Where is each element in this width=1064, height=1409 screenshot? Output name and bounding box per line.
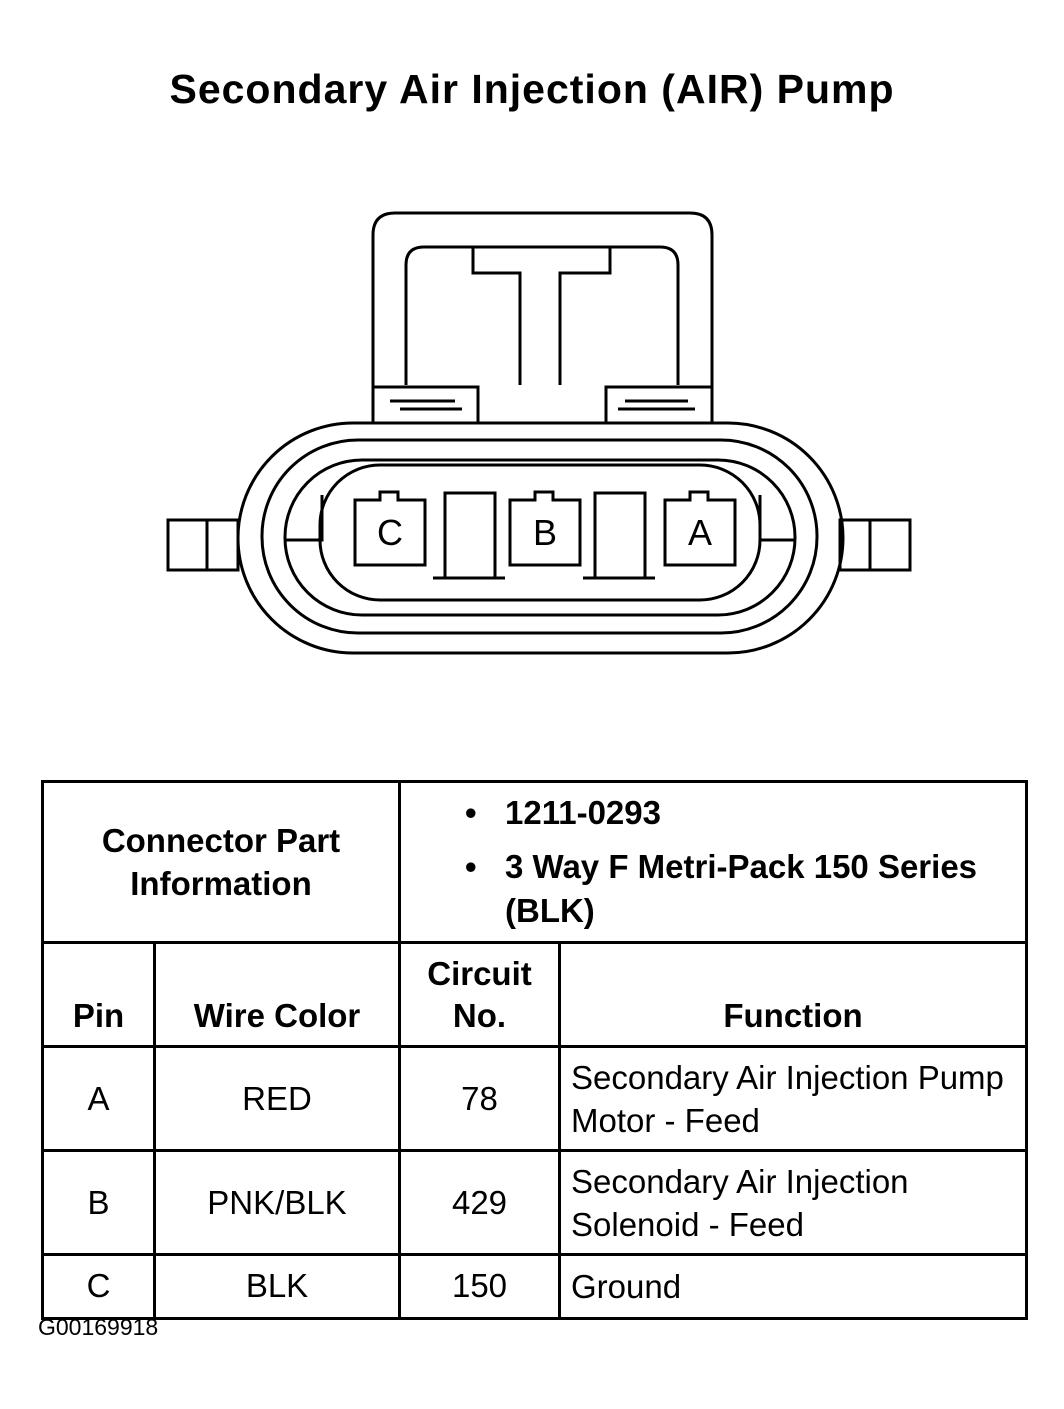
terminal-a-label: A [688, 512, 712, 553]
wire-color-cell: BLK [153, 1252, 401, 1321]
cavity-key-right [758, 495, 795, 542]
terminal-a: A [663, 490, 737, 567]
terminal-c-label: C [377, 512, 403, 553]
connector-drawing: C B A [166, 211, 912, 655]
function-cell: Secondary Air Injection Pump Motor - Fee… [558, 1045, 1028, 1153]
column-header-row: Pin Wire Color Circuit No. Function [41, 940, 1028, 1049]
connector-info-label: Connector Part Information [41, 780, 401, 944]
circuit-no-cell: 150 [398, 1252, 561, 1321]
connector-shell-mid [260, 438, 819, 635]
pinout-table: Connector Part Information • 1211-0293 •… [41, 780, 1028, 1321]
header-pin: Pin [41, 940, 156, 1049]
bullet-icon: • [465, 793, 477, 831]
terminal-b-label: B [533, 512, 557, 553]
connector-info-item: • 3 Way F Metri-Pack 150 Series (BLK) [465, 845, 1025, 933]
function-cell: Ground [558, 1252, 1028, 1321]
terminal-b: B [508, 490, 582, 567]
pin-cell: A [41, 1045, 156, 1153]
connector-type: 3 Way F Metri-Pack 150 Series (BLK) [505, 847, 978, 929]
pin-cell: B [41, 1149, 156, 1256]
locking-tab [371, 211, 714, 423]
figure-id: G00169918 [38, 1314, 159, 1340]
table-row: B PNK/BLK 429 Secondary Air Injection So… [41, 1149, 1028, 1256]
header-wire-color: Wire Color [153, 940, 401, 1049]
header-function: Function [558, 940, 1028, 1049]
terminal-c: C [353, 490, 427, 567]
connector-shell-outer [236, 421, 845, 655]
circuit-no-cell: 429 [398, 1149, 561, 1256]
wire-color-cell: RED [153, 1045, 401, 1153]
separator-post-2 [583, 491, 655, 580]
header-circuit-no: Circuit No. [398, 940, 561, 1049]
connector-info-row: Connector Part Information • 1211-0293 •… [41, 780, 1028, 944]
separator-post-1 [433, 491, 505, 580]
wire-color-cell: PNK/BLK [153, 1149, 401, 1256]
connector-part-number: 1211-0293 [505, 793, 661, 831]
function-cell: Secondary Air Injection Solenoid - Feed [558, 1149, 1028, 1256]
connector-shell-inner [283, 458, 797, 617]
connector-info-list: • 1211-0293 • 3 Way F Metri-Pack 150 Ser… [398, 780, 1028, 944]
mounting-ear-right [838, 518, 912, 572]
table-row: C BLK 150 Ground [41, 1252, 1028, 1321]
pin-cell: C [41, 1252, 156, 1321]
bullet-icon: • [465, 847, 477, 885]
diagram-title: Secondary Air Injection (AIR) Pump [169, 66, 895, 112]
table-row: A RED 78 Secondary Air Injection Pump Mo… [41, 1045, 1028, 1153]
connector-info-item: • 1211-0293 [465, 791, 1025, 835]
cavity-key-left [285, 495, 324, 542]
circuit-no-cell: 78 [398, 1045, 561, 1153]
mounting-ear-left [166, 518, 240, 572]
